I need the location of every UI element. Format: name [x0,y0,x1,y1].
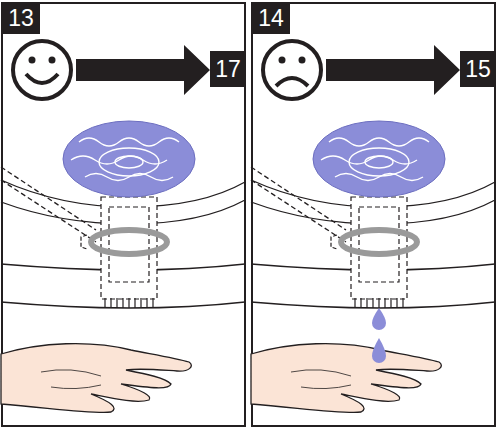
panel-13 [1,3,245,426]
number-text: 15 [465,58,491,81]
happy-face [13,41,71,99]
panel-14 [251,3,495,426]
goto-step-number: 15 [460,51,496,87]
goto-step-number: 17 [210,51,246,87]
number-text: 14 [258,7,284,30]
step-number: 13 [2,3,40,34]
water-drop [372,338,386,363]
number-text: 17 [215,58,241,81]
step-number: 14 [252,3,290,34]
sad-face [263,41,321,99]
number-text: 13 [8,7,34,30]
water-drop [372,308,386,330]
